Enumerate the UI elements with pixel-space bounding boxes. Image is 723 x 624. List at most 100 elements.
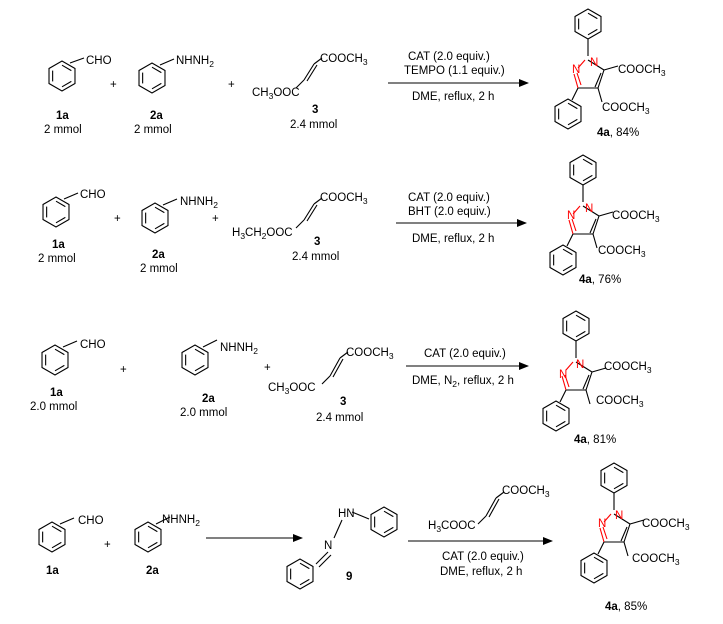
s4-alkyne-top-ester: COOCH3 [502, 485, 550, 499]
scheme-4: CHO 1a + NHNH2 2a HN N 9 COOCH3 H3COOC C… [46, 485, 690, 613]
s1-cho-label: CHO [86, 55, 112, 67]
s3-product-ring-n1-c5 [575, 361, 593, 373]
s4-product-c-phenyl [580, 552, 608, 584]
s4-pyrazole-n2: N [598, 518, 606, 530]
s4-compound-9-id: 9 [346, 571, 352, 583]
s1-product-ring-n1-c5 [587, 59, 605, 71]
s4-condition-solvent: DME, reflux, 2 h [440, 566, 522, 578]
s4-product-ring-c3-n2 [599, 527, 605, 543]
s1-plus-1: + [110, 79, 117, 91]
s4-product-ring-c5-c4-double [620, 526, 628, 542]
s4-hydrazone-cn-bond [315, 551, 329, 565]
scheme-1: CHO 1a 2 mmol + NHNH2 2a 2 mmol + COOCH3… [44, 51, 666, 139]
s2-product-ester-a: COOCH3 [612, 210, 660, 224]
s3-benzaldehyde-ring-outline [41, 344, 69, 376]
s3-alkyne-top-ester: COOCH3 [346, 347, 394, 361]
s1-hydrazine-ring-double-bond-0 [151, 82, 162, 90]
s1-condition-cat: CAT (2.0 equiv.) [408, 51, 490, 63]
s2-condition-additive: BHT (2.0 equiv.) [408, 206, 491, 218]
s3-product-c-phenyl-outline [542, 400, 570, 432]
s1-alkyne-double-1 [303, 63, 315, 81]
s1-compound-1a-id: 1a [56, 110, 69, 122]
s2-product-n-phenyl-double-bond-2 [582, 158, 593, 166]
s4-benzaldehyde-ring-double-bond-0 [51, 541, 62, 549]
s1-compound-3-amount: 2.4 mmol [290, 119, 337, 131]
s3-product-ester-b: COOCH3 [596, 395, 644, 409]
s1-alkyne-bond-a [295, 79, 305, 89]
s3-product-c-phenyl [542, 400, 570, 432]
s2-compound-3-id: 3 [314, 236, 320, 248]
s3-product-phenyl-bond [559, 389, 567, 403]
s2-compound-2a-id: 2a [152, 249, 165, 261]
s3-compound-3-amount: 2.4 mmol [316, 412, 363, 424]
s1-alkyne-bond-b [313, 57, 323, 65]
s3-product-ester-a-bond [591, 367, 607, 373]
s3-product-c-phenyl-double-bond-2 [555, 404, 566, 412]
s4-pyrazole-n1: N [615, 510, 623, 522]
s4-product-phenyl-bond [597, 541, 605, 555]
s3-pyrazole-n2: N [559, 369, 567, 381]
s2-benzaldehyde-ring-double-bond-0 [55, 216, 66, 224]
s1-alkyne-double-2 [306, 64, 318, 82]
s3-product-ring-n2-n1 [565, 361, 574, 371]
s2-hydrazine-ring-double-bond-2 [154, 206, 165, 214]
s1-pyrazole-n1: N [590, 57, 598, 69]
s1-compound-1a-amount: 2 mmol [44, 124, 82, 136]
s4-product-ring-n1-c5 [613, 513, 631, 525]
s4-benzaldehyde-ring-outline [38, 521, 66, 553]
s4-compound-1a-id: 1a [46, 565, 59, 577]
s1-product-phenyl-bond [571, 87, 579, 101]
s2-condition-cat: CAT (2.0 equiv.) [408, 192, 490, 204]
s2-product-label: 4a, 76% [579, 274, 621, 286]
s4-alkyne-double-2 [488, 498, 500, 518]
s3-product-ester-a: COOCH3 [604, 361, 652, 375]
scheme-2: CHO 1a 2 mmol + NHNH2 2a 2 mmol + COOCH3… [38, 189, 660, 286]
s1-condition-additive: TEMPO (1.1 equiv.) [404, 65, 505, 77]
s4-hydrazone-cn-double [318, 554, 332, 568]
s2-product-c-phenyl [549, 244, 577, 276]
s1-product-ester-a: COOCH3 [618, 64, 666, 78]
s1-nhnh2-bond [159, 58, 175, 66]
s2-hydrazine-ring-double-bond-0 [154, 222, 165, 230]
s2-product-ester-a-bond [598, 211, 614, 217]
s2-product-ester-b: COOCH3 [598, 245, 646, 259]
s3-plus-1: + [120, 364, 127, 376]
s2-compound-1a-id: 1a [52, 239, 65, 251]
s1-product-ring-c5-c4-double [594, 72, 602, 88]
s1-condition-solvent: DME, reflux, 2 h [412, 91, 494, 103]
s2-product-ring-c3-n2-double [571, 218, 577, 232]
s3-condition-solvent: DME, N2, reflux, 2 h [412, 375, 514, 389]
s4-product-c-phenyl-outline [580, 552, 608, 584]
s4-alkyne-bond-b [495, 491, 505, 499]
s3-benzaldehyde-ring-double-bond-0 [54, 364, 65, 372]
s3-alkyne-double-1 [329, 357, 341, 377]
s1-benzaldehyde-ring [48, 60, 76, 92]
s3-product-n-phenyl [562, 310, 590, 342]
s2-compound-3-amount: 2.4 mmol [292, 251, 339, 263]
s3-product-ring-c5-c4 [585, 371, 593, 391]
s4-benzaldehyde-ring [38, 521, 66, 553]
s3-alkyne-double-2 [332, 358, 344, 378]
s1-product-ring-c5-c4 [597, 69, 605, 89]
s1-product-c-phenyl-double-bond-2 [567, 102, 578, 110]
s3-product-ring-c3-n2 [561, 375, 567, 391]
s2-cho-label: CHO [80, 189, 106, 201]
s1-hydrazine-ring-outline [138, 62, 166, 94]
s3-hydrazine-ring-outline [181, 344, 209, 376]
s2-product-c-phenyl-double-bond-2 [562, 248, 573, 256]
s2-alkyne-top-ester: COOCH3 [320, 192, 368, 206]
s2-product-ring-c3-n2 [568, 219, 574, 235]
s3-compound-2a-id: 2a [202, 393, 215, 405]
s3-product-label: 4a, 81% [574, 434, 616, 446]
s2-alkyne-double-2 [306, 204, 318, 222]
s1-product-ring-c3-n2 [573, 73, 579, 89]
s4-hydrazone-nphenyl-ring [370, 506, 398, 538]
s1-compound-2a-amount: 2 mmol [134, 124, 172, 136]
s4-hydrazone-nh-bond [351, 511, 370, 520]
s1-product-c-phenyl [554, 98, 582, 130]
s4-product-ring-c3-n2-double [602, 526, 608, 540]
s1-product-ester-b: COOCH3 [602, 102, 650, 116]
s3-condition-cat: CAT (2.0 equiv.) [424, 348, 506, 360]
s4-hydrazone-nphenyl-ring-outline [370, 506, 398, 538]
